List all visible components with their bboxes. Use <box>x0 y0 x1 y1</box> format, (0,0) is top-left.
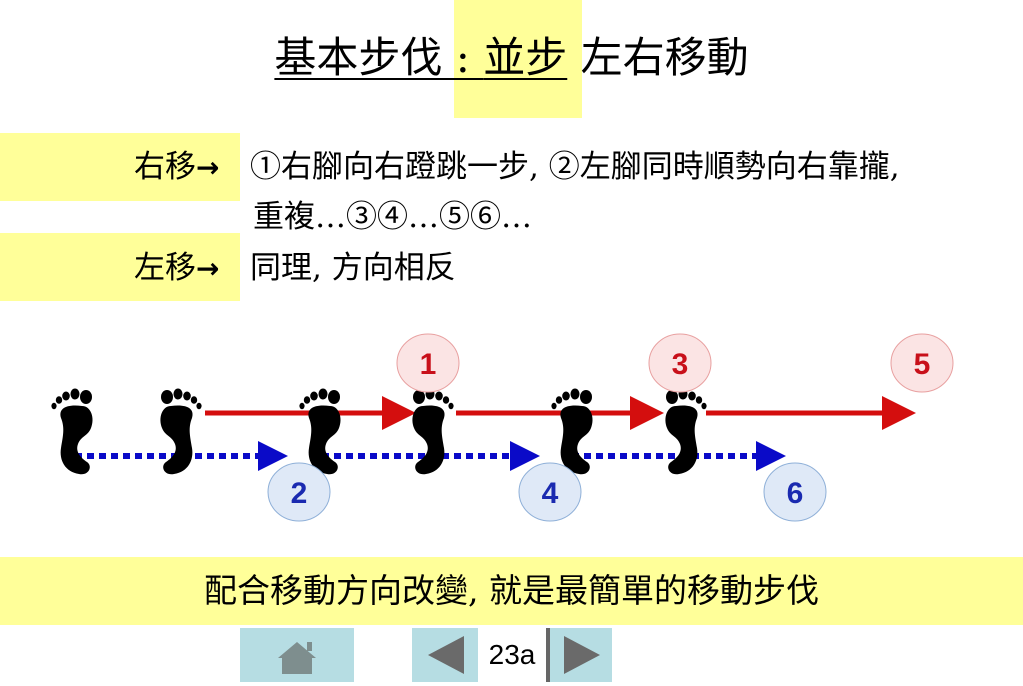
blue-arrowhead <box>258 441 288 471</box>
right-footprint-icon <box>412 388 454 475</box>
left-footprint-icon <box>51 388 93 475</box>
title-part-1: 基本步伐 : <box>274 33 484 82</box>
step-badge <box>396 333 460 393</box>
red-arrowhead <box>630 396 664 430</box>
step-label-3: 3 <box>672 348 689 381</box>
blue-arrowhead <box>510 441 540 471</box>
move-right-description: ①右腳向右蹬跳一步, ②左腳同時順勢向右靠攏, <box>250 149 900 185</box>
triangle-left-icon <box>428 636 464 674</box>
blue-arrowhead <box>756 441 786 471</box>
step-diagram: 1 2 3 4 5 6 <box>51 333 954 522</box>
left-foot-arrows <box>75 441 786 471</box>
page-title: 基本步伐 : 並步 左右移動 <box>0 28 1023 88</box>
arrow-right-icon: → <box>196 252 220 285</box>
step-badge <box>267 462 331 522</box>
step-labels: 1 2 3 4 5 6 <box>267 333 954 522</box>
left-footprint-icon <box>299 388 341 475</box>
move-right-text: 右移 <box>134 149 196 185</box>
red-arrowhead <box>882 396 916 430</box>
home-button[interactable] <box>240 628 354 682</box>
footprints <box>51 388 707 475</box>
step-label-4: 4 <box>542 477 559 510</box>
step-badge <box>763 462 827 522</box>
move-right-repeat: 重複…③④…⑤⑥… <box>253 199 532 235</box>
right-footprint-icon <box>160 388 202 475</box>
prev-page-button[interactable] <box>422 628 472 682</box>
title-part-2: 並步 <box>483 33 568 82</box>
move-left-description: 同理, 方向相反 <box>250 250 456 286</box>
step-badge <box>648 333 712 393</box>
move-left-text: 左移 <box>134 250 196 286</box>
arrow-right-icon: → <box>196 151 220 184</box>
step-label-2: 2 <box>291 477 308 510</box>
step-label-5: 5 <box>914 348 931 381</box>
step-badge <box>518 462 582 522</box>
title-part-3: 左右移動 <box>567 33 749 82</box>
summary-banner: 配合移動方向改變, 就是最簡單的移動步伐 <box>0 557 1023 625</box>
left-footprint-icon <box>551 388 593 475</box>
label-highlight-left <box>0 233 240 301</box>
triangle-right-icon <box>564 636 600 674</box>
page-number: 23a <box>478 628 546 682</box>
home-icon <box>278 642 316 674</box>
right-footprint-icon <box>665 388 707 475</box>
label-highlight-right <box>0 133 240 201</box>
red-arrowhead <box>382 396 416 430</box>
move-right-label: 右移→ <box>134 147 219 188</box>
next-page-button[interactable] <box>556 628 606 682</box>
right-foot-arrows <box>205 396 916 430</box>
nav-divider <box>546 628 550 682</box>
title-highlight <box>454 0 582 118</box>
move-left-label: 左移→ <box>134 248 219 289</box>
step-label-1: 1 <box>420 348 437 381</box>
step-badge <box>890 333 954 393</box>
step-label-6: 6 <box>787 477 804 510</box>
